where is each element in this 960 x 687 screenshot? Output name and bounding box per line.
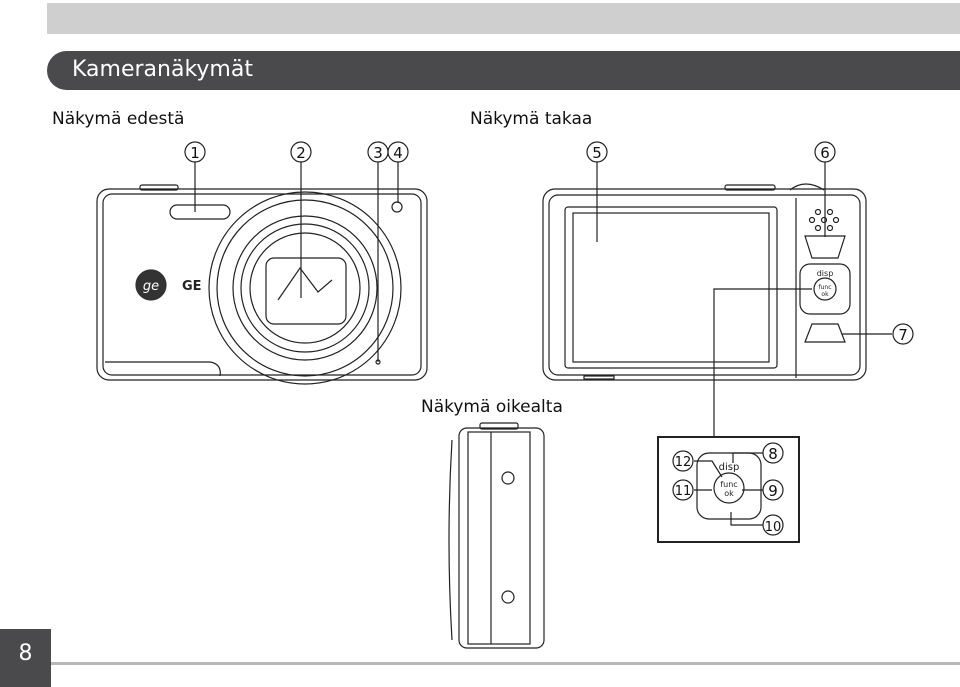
callout-3: 3 xyxy=(373,144,383,162)
page-number-box: 8 xyxy=(0,629,51,687)
top-switch xyxy=(724,184,776,191)
side-lens-curve xyxy=(448,439,453,641)
callout-4: 4 xyxy=(393,144,403,162)
detail-func-ok-button xyxy=(713,472,745,504)
func-ok-button-back xyxy=(813,277,837,301)
back-camera: disp func ok xyxy=(542,183,867,381)
back-body xyxy=(542,188,867,381)
lcd-screen xyxy=(572,212,770,363)
lens-ring-4 xyxy=(240,223,370,353)
af-lamp xyxy=(391,201,403,213)
func-label: func xyxy=(720,480,737,489)
chapter-title: Kameranäkymät xyxy=(72,57,253,82)
front-body-inner xyxy=(102,193,422,376)
detail-frame xyxy=(657,436,800,543)
shutter-top xyxy=(139,184,179,191)
callout-6: 6 xyxy=(820,144,830,162)
lens-cover xyxy=(265,257,347,325)
callout-11: 11 xyxy=(675,484,692,499)
flash xyxy=(169,204,231,220)
disp-label: disp xyxy=(719,462,740,473)
front-camera: ge GE xyxy=(96,184,428,385)
callout-10: 10 xyxy=(765,520,782,535)
zoom-button-top xyxy=(804,235,846,259)
callout-1: 1 xyxy=(190,144,200,162)
side-body xyxy=(458,427,545,649)
heading-right-view: Näkymä oikealta xyxy=(421,397,563,417)
page-number: 8 xyxy=(18,641,33,666)
strap-screw-top xyxy=(501,471,515,485)
strap-screw-bottom xyxy=(501,590,515,604)
button-detail: disp func ok xyxy=(657,436,800,543)
side-panel xyxy=(467,431,531,645)
chapter-title-bar: Kameranäkymät xyxy=(47,51,960,90)
callout-7: 7 xyxy=(898,326,908,344)
heading-front-view: Näkymä edestä xyxy=(52,109,185,129)
func-label-back: func xyxy=(818,284,831,291)
lens-ring-5 xyxy=(249,232,361,344)
lens-ring-outer xyxy=(208,191,402,385)
detail-nav-pad xyxy=(696,452,762,520)
callout-5: 5 xyxy=(592,144,602,162)
callout-2: 2 xyxy=(296,144,306,162)
grip-curve xyxy=(105,361,221,377)
top-band xyxy=(47,3,960,34)
ok-label: ok xyxy=(724,489,734,498)
mode-dial xyxy=(789,183,825,191)
lens-ring-3 xyxy=(232,215,378,361)
front-body xyxy=(96,188,428,381)
ok-label-back: ok xyxy=(821,291,829,298)
callout-badges: 1 2 3 4 5 6 7 8 9 10 11 12 xyxy=(184,141,914,536)
bottom-detail xyxy=(583,375,615,380)
callout-8: 8 xyxy=(768,445,778,463)
ge-logo-icon xyxy=(135,269,167,301)
callout-12: 12 xyxy=(675,455,692,470)
playback-button xyxy=(804,323,846,343)
footer-rule xyxy=(51,662,960,665)
lcd-frame xyxy=(564,206,778,369)
side-camera xyxy=(448,422,545,649)
lens-reflection xyxy=(277,266,333,301)
heading-back-view: Näkymä takaa xyxy=(470,109,593,129)
callout-9: 9 xyxy=(768,482,778,500)
back-body-inner xyxy=(548,194,861,376)
ge-logo-letters: ge xyxy=(143,279,159,294)
speaker-holes xyxy=(808,208,840,232)
side-top-button xyxy=(479,422,519,430)
disp-label-back: disp xyxy=(817,269,834,278)
lens-ring-2 xyxy=(216,199,394,377)
leader-lines xyxy=(194,162,892,526)
ge-logo-text: GE xyxy=(182,279,202,294)
